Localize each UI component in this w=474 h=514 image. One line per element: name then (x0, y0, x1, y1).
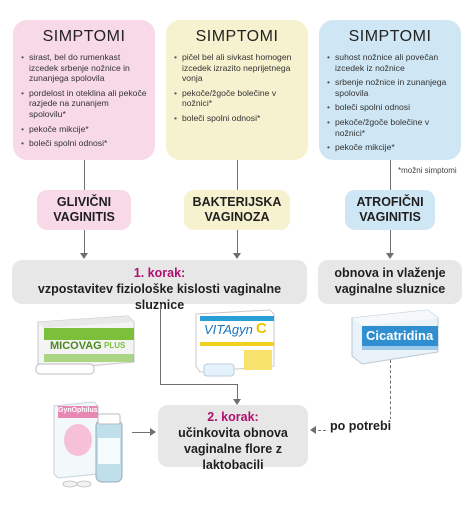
product-micovag-image: MICOVAG PLUS (30, 312, 138, 378)
step1b-line2: vaginalne sluznice (334, 282, 446, 296)
footnote: *možni simptomi (398, 166, 457, 175)
connector-line (237, 230, 238, 255)
diagnosis-line1: BAKTERIJSKA (192, 195, 282, 209)
symptom-item: pekoče/žgoče bolečine v nožnici* (327, 117, 453, 138)
connector-line (237, 160, 238, 190)
step1-title: 1. korak: (133, 266, 186, 280)
symptom-item: boleči spolni odnosi (327, 102, 453, 113)
product-gynophilus-label: GynOphilus (58, 407, 98, 414)
symptom-item: boleči spolni odnosi* (21, 138, 147, 149)
product-gynophilus-image: GynOphilus (50, 398, 130, 488)
connector-line (160, 384, 237, 385)
connector-line (84, 230, 85, 255)
symptom-item: suhost nožnice ali povečan izcedek iz no… (327, 52, 453, 73)
step1-box: 1. korak: vzpostavitev fiziološke kislos… (12, 260, 307, 312)
arrow-down-icon (80, 253, 88, 259)
step2-line2: vaginalne flore z laktobacili (184, 442, 282, 472)
product-micovag-plus-label: PLUS (104, 341, 126, 350)
product-cicatridina-label: Cicatridina (366, 328, 434, 343)
connector-line (390, 160, 391, 190)
symptom-item: pordelost in oteklina ali pekoče razjede… (21, 88, 147, 120)
symptom-list: sirast, bel do rumenkast izcedek srbenje… (21, 52, 147, 149)
symptom-item: srbenje nožnice in zunanjega spolovila (327, 77, 453, 98)
connector-line (84, 160, 85, 190)
arrow-left-icon (310, 426, 316, 434)
product-vitagyn-c-label: C (256, 320, 267, 337)
diagnosis-line1: GLIVIČNI (56, 195, 112, 209)
po-potrebi-label: po potrebi (328, 419, 394, 433)
diagnosis-line2: VAGINITIS (53, 210, 115, 224)
symptom-card-bacterial: SIMPTOMI pičel bel ali sivkast homogen i… (166, 20, 308, 160)
arrow-down-icon (386, 253, 394, 259)
connector-line (132, 432, 152, 433)
arrow-right-icon (150, 428, 156, 436)
symptom-item: pekoče mikcije* (21, 124, 147, 135)
step2-title: 2. korak: (207, 410, 259, 424)
symptom-item: pičel bel ali sivkast homogen izcedek iz… (174, 52, 300, 84)
product-cicatridina-image: Cicatridina (348, 306, 440, 368)
dashed-connector (390, 360, 391, 430)
symptom-item: sirast, bel do rumenkast izcedek srbenje… (21, 52, 147, 84)
product-vitagyn-image: VITAgyn C (190, 306, 278, 380)
step2-box: 2. korak: učinkovita obnova vaginalne fl… (158, 405, 308, 472)
diagnosis-line1: ATROFIČNI (356, 195, 424, 209)
connector-line (390, 230, 391, 255)
symptom-item: boleči spolni odnosi* (174, 113, 300, 124)
arrow-down-icon (233, 399, 241, 405)
symptom-card-title: SIMPTOMI (348, 28, 432, 45)
connector-line (160, 304, 161, 384)
symptom-card-fungal: SIMPTOMI sirast, bel do rumenkast izcede… (13, 20, 155, 160)
symptom-item: pekoče mikcije* (327, 142, 453, 153)
symptom-list: suhost nožnice ali povečan izcedek iz no… (327, 52, 453, 153)
step2-line1: učinkovita obnova (178, 426, 288, 440)
product-micovag-label: MICOVAG (50, 340, 102, 352)
diagnosis-line2: VAGINITIS (359, 210, 421, 224)
symptom-card-atrophic: SIMPTOMI suhost nožnice ali povečan izce… (319, 20, 461, 160)
symptom-list: pičel bel ali sivkast homogen izcedek iz… (174, 52, 300, 124)
step1b-line1: obnova in vlaženje (334, 266, 446, 280)
step1-text: vzpostavitev fiziološke kislosti vaginal… (37, 282, 282, 312)
symptom-card-title: SIMPTOMI (195, 28, 279, 45)
product-vitagyn-label: VITAgyn (204, 322, 253, 337)
step1b-box: obnova in vlaženje vaginalne sluznice (318, 260, 462, 304)
symptom-card-title: SIMPTOMI (42, 28, 126, 45)
diagnosis-line2: VAGINOZA (204, 210, 270, 224)
arrow-down-icon (233, 253, 241, 259)
connector-line (237, 384, 238, 400)
symptom-item: pekoče/žgoče bolečine v nožnici* (174, 88, 300, 109)
